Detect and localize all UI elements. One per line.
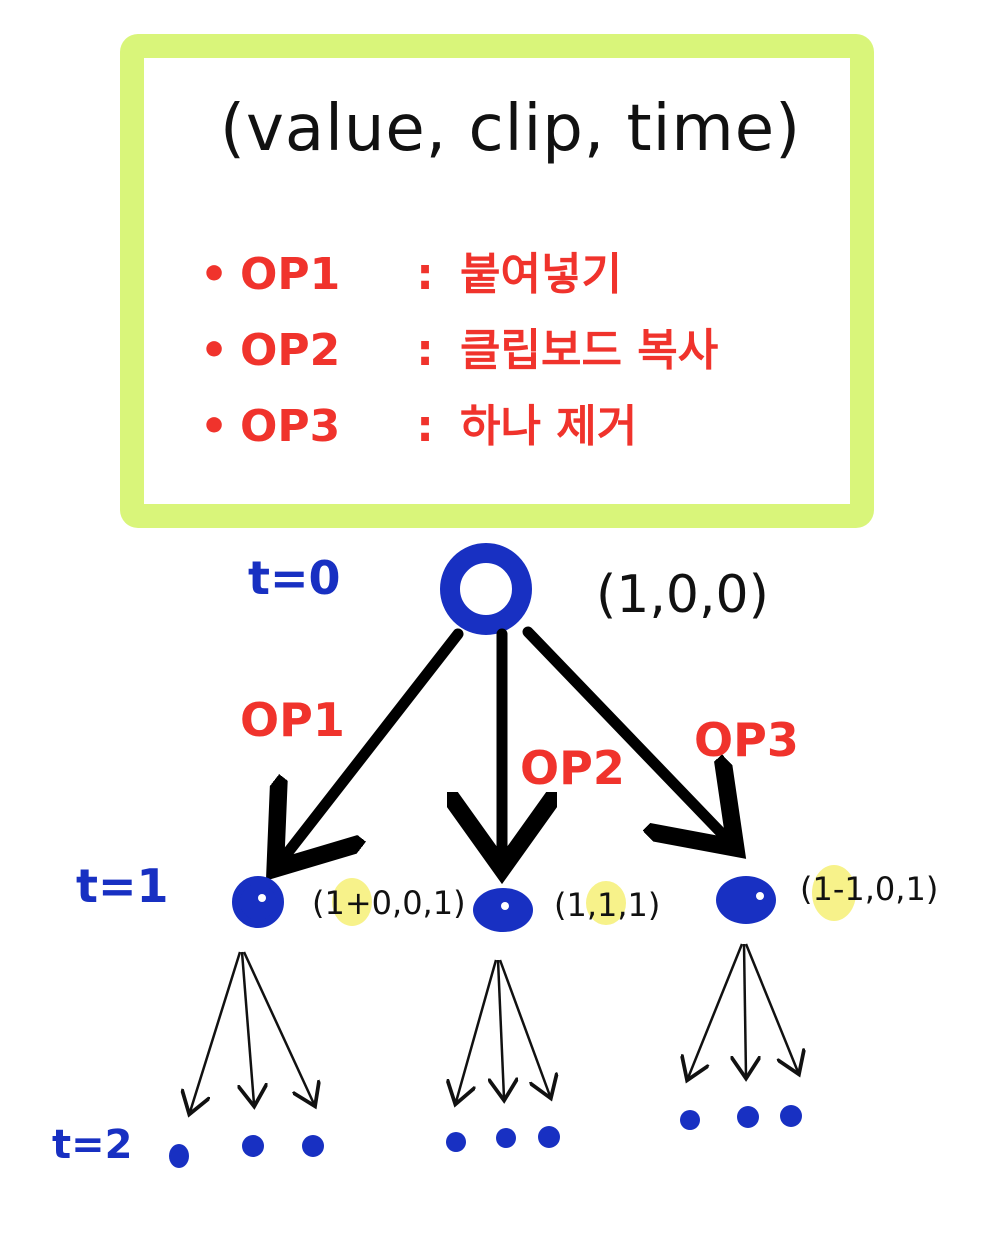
child-state-2: (1,1,1) xyxy=(554,886,660,924)
legend-op1-row: •OP1: 붙여넣기 xyxy=(200,238,622,302)
leaf-node xyxy=(169,1144,189,1168)
level-label-t2: t=2 xyxy=(52,1122,132,1168)
colon: : xyxy=(416,325,434,376)
edge-op3 xyxy=(522,626,728,840)
leaf-node xyxy=(302,1135,324,1157)
highlight-mark xyxy=(332,878,372,926)
highlight-mark xyxy=(586,881,626,925)
op1-desc: 붙여넣기 xyxy=(460,249,622,300)
legend-op3-row: •OP3: 하나 제거 xyxy=(200,390,637,454)
edge-label-op3: OP3 xyxy=(694,713,799,767)
op3-desc: 하나 제거 xyxy=(460,401,638,452)
level-label-t1: t=1 xyxy=(76,859,169,913)
leaf-node xyxy=(680,1110,700,1130)
node-dot xyxy=(258,894,266,902)
leaf-node xyxy=(446,1132,466,1152)
node-dot xyxy=(756,892,764,900)
leaf-node xyxy=(780,1105,802,1127)
child-state-1: (1+0,0,1) xyxy=(312,884,466,922)
edge-op1 xyxy=(282,628,464,860)
leaf-node xyxy=(242,1135,264,1157)
root-node xyxy=(440,543,532,635)
edge-label-op1: OP1 xyxy=(240,693,345,747)
highlight-mark xyxy=(812,865,856,921)
legend-op2-row: •OP2: 클립보드 복사 xyxy=(200,314,718,378)
root-state: (1,0,0) xyxy=(596,565,769,625)
edge-label-op2: OP2 xyxy=(520,741,625,795)
node-dot xyxy=(501,902,509,910)
legend-box xyxy=(120,34,874,528)
op2-code: OP2 xyxy=(240,325,341,376)
leaf-node xyxy=(538,1126,560,1148)
t2-edges xyxy=(190,943,798,1112)
child-node-2 xyxy=(473,888,533,932)
leaf-node xyxy=(496,1128,516,1148)
op3-code: OP3 xyxy=(240,401,341,452)
child-node-3 xyxy=(716,876,776,924)
op1-code: OP1 xyxy=(240,249,341,300)
legend-title: (value, clip, time) xyxy=(220,92,802,166)
bullet-icon: • xyxy=(200,325,229,376)
child-state-3: (1-1,0,1) xyxy=(800,870,938,908)
bullet-icon: • xyxy=(200,401,229,452)
level-label-t0: t=0 xyxy=(248,551,341,605)
leaf-node xyxy=(737,1106,759,1128)
colon: : xyxy=(416,401,434,452)
t2-nodes xyxy=(169,1105,802,1168)
op2-desc: 클립보드 복사 xyxy=(460,325,719,376)
bullet-icon: • xyxy=(200,249,229,300)
child-node-1 xyxy=(232,876,284,928)
colon: : xyxy=(416,249,434,300)
